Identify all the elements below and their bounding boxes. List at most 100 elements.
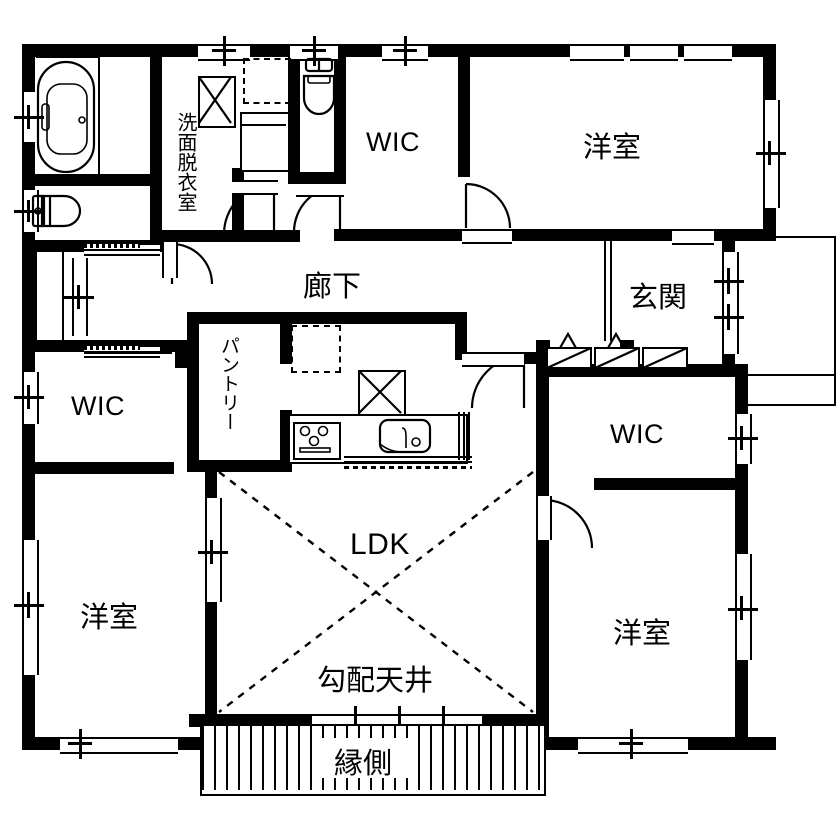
porch-step-right: [834, 374, 836, 406]
entry-door-genkan[interactable]: [722, 252, 739, 354]
wall-eastblock-west: [536, 364, 549, 750]
porch-outline-bottom: [748, 374, 836, 376]
door-wic-north-head: [462, 229, 512, 244]
window-tick: [740, 596, 743, 620]
window-tick: [619, 742, 643, 745]
counter-front-3: [344, 466, 472, 469]
window-tick: [212, 49, 236, 52]
window-bednorth-north-1: [570, 44, 624, 61]
bathtub-icon: [36, 60, 96, 174]
window-bedwest-west: [22, 540, 39, 675]
window-tick: [740, 426, 743, 450]
label-corridor: 廊下: [303, 269, 362, 303]
label-wic-east: WIC: [610, 419, 664, 449]
closet-slider-wicwest[interactable]: [84, 352, 172, 354]
window-tick: [727, 304, 730, 330]
window-tick: [198, 551, 228, 554]
window-tick: [728, 437, 758, 440]
window-bedwest-south: [60, 737, 178, 754]
window-tick: [27, 200, 30, 222]
window-tick: [756, 152, 786, 155]
counter-trim-2: [463, 412, 465, 460]
window-tick: [768, 141, 771, 165]
washing-machine: [240, 112, 290, 172]
utility-x-icon: [198, 76, 232, 124]
porch-outline-top: [776, 236, 836, 238]
court-line-top: [35, 252, 37, 340]
window-tick: [68, 742, 92, 745]
counter-trim-3: [468, 412, 470, 460]
window-tick: [727, 268, 730, 294]
label-ldk: LDK: [350, 528, 410, 561]
label-genkan: 玄関: [629, 280, 688, 314]
door-ldk-corridor-head: [462, 352, 524, 367]
toilet-north-icon: [302, 57, 336, 116]
wall-washroom-bottom: [162, 230, 242, 242]
label-engawa: 縁側: [334, 746, 393, 780]
door-wic-north[interactable]: [464, 182, 512, 230]
label-washroom: 洗面脱衣室: [174, 112, 198, 212]
court-hatch-1: [84, 244, 140, 248]
washing-machine-lid: [240, 124, 286, 126]
door-toilet-north-head: [296, 182, 344, 197]
window-bednorth-north-2: [630, 44, 678, 61]
pantry-shelf-dashed: [291, 325, 341, 373]
window-bednorth-north-3: [684, 44, 732, 61]
door-washroom-south-head: [162, 242, 178, 278]
label-bed-north: 洋室: [583, 130, 642, 164]
court-line-div: [62, 252, 64, 340]
ldk-sloped-ceiling-diagonals: [218, 471, 534, 713]
label-bed-west: 洋室: [80, 600, 139, 634]
label-pantry: パントリー: [218, 336, 240, 431]
window-tick: [728, 608, 758, 611]
label-sloped-ceiling: 勾配天井: [317, 663, 434, 697]
genkan-slider-panels[interactable]: [546, 331, 690, 376]
genkan-corridor-line: [604, 241, 606, 341]
counter-trim-1: [458, 412, 460, 460]
bath-ledge: [36, 56, 98, 58]
wall-toilet2-east: [334, 44, 346, 172]
window-tick: [27, 105, 30, 129]
wall-wiceast-bottom: [594, 478, 748, 490]
wall-wicwest-bottom: [22, 462, 174, 474]
window-tick: [27, 385, 30, 409]
porch-outline-right: [834, 236, 836, 376]
window-tick: [27, 592, 30, 618]
door-washroom-head: [232, 180, 278, 195]
counter-front-2: [344, 461, 472, 463]
sink-icon: [378, 418, 432, 454]
cooktop-burners-icon: [299, 425, 331, 453]
wall-corridor-south: [187, 312, 467, 324]
kitchen-x-icon: [358, 370, 402, 414]
wall-toilet2-west: [288, 44, 300, 172]
window-tick: [398, 706, 401, 736]
wall-bath-east: [150, 44, 162, 246]
window-bedeast-east: [735, 554, 752, 660]
window-tick: [442, 706, 445, 736]
door-bed-east-head: [536, 496, 552, 540]
toilet-west-icon: [31, 194, 82, 228]
wall-topblock-bottom: [334, 229, 776, 241]
wall-pantry-west: [187, 312, 199, 472]
window-bedeast-south: [578, 737, 688, 754]
court-sill-1: [84, 249, 172, 251]
label-bed-east: 洋室: [613, 616, 672, 650]
vanity-dashed-box: [243, 58, 291, 104]
wall-washroom-bottom2: [244, 230, 300, 242]
label-wic-north: WIC: [366, 127, 420, 157]
window-genkan-north: [672, 229, 714, 245]
wall-pantry-bottom: [187, 460, 292, 472]
porch-step-line: [748, 404, 836, 406]
engawa-label-bg: [322, 738, 418, 778]
wall-westblock-east: [175, 340, 187, 368]
wall-bath-toilet: [22, 174, 162, 186]
bath-inner-divider: [98, 56, 100, 174]
genkan-corridor-line2: [610, 241, 612, 341]
wall-kitchen-east: [455, 312, 467, 360]
window-tick: [210, 540, 213, 564]
counter-front-1: [344, 456, 472, 458]
window-tick: [354, 706, 357, 736]
window-tick: [77, 285, 80, 309]
wall-toilet2-bottom: [288, 172, 346, 184]
